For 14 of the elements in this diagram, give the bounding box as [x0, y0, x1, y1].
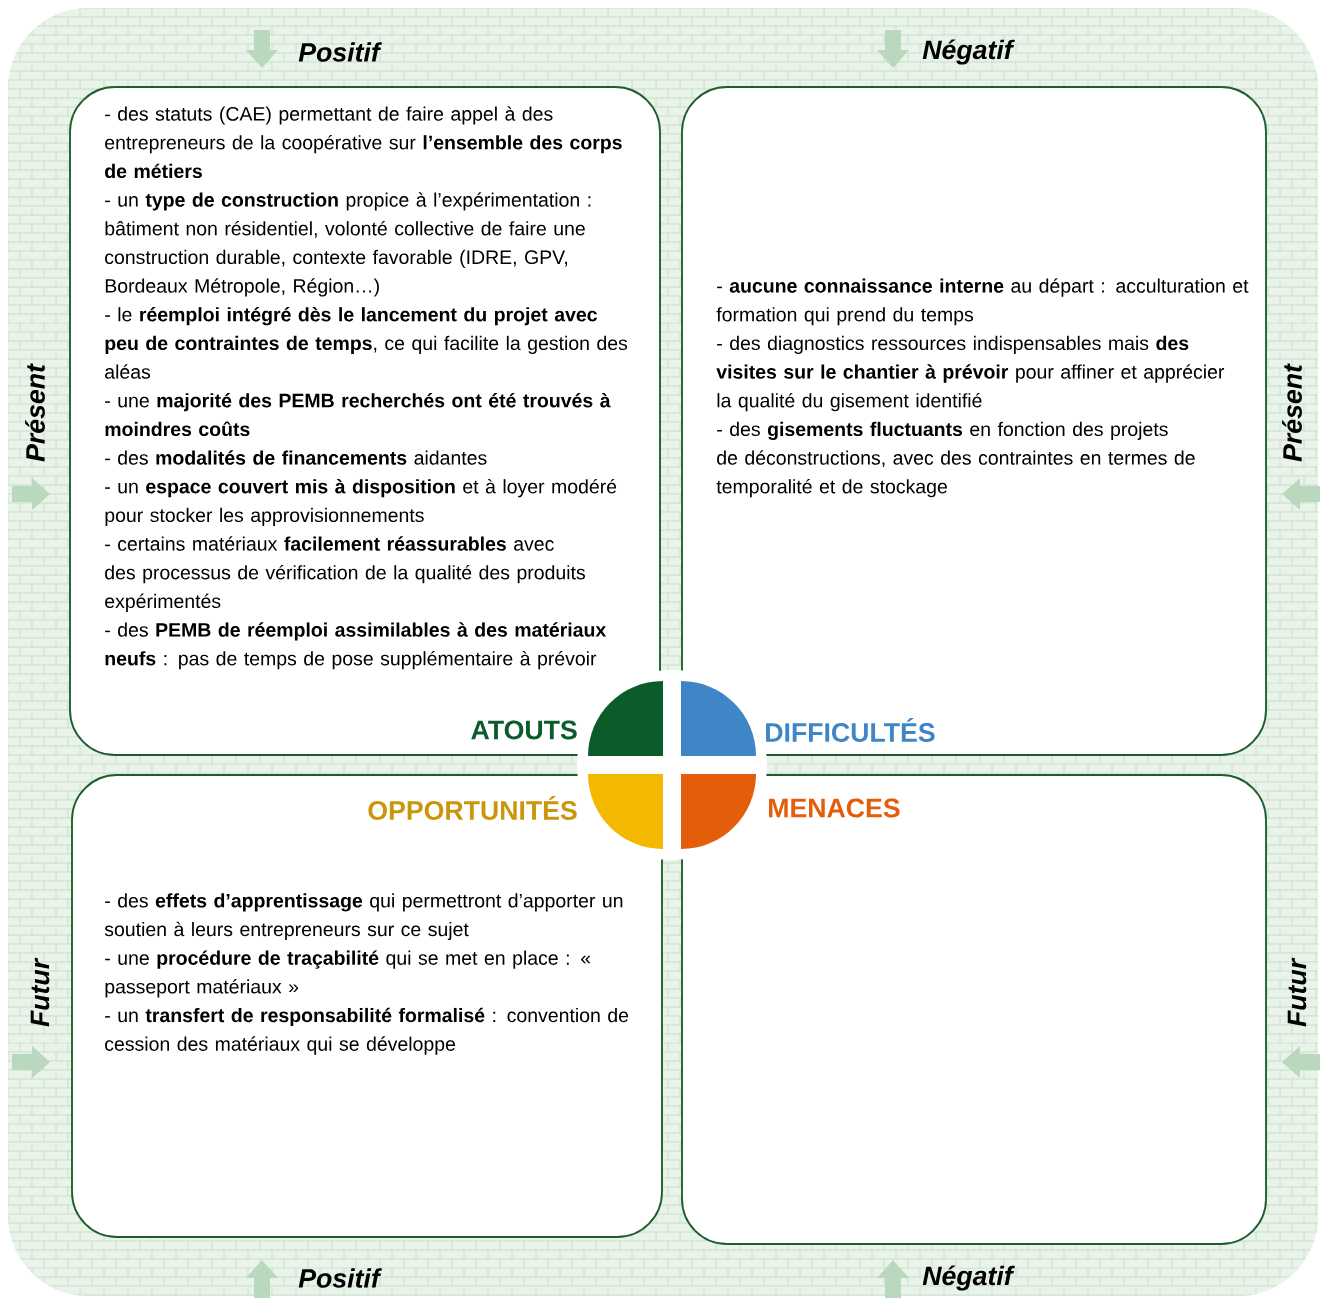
bullet-text: - un transfert de responsabilité formalisé : convention de cession des matériaux qui se développe — [105, 1007, 629, 1055]
bullet-text: - un type de construction propice à l’expérimentation : bâtiment non résidentiel, volonté collective de faire une construction durable, contexte favorable (IDRE, GPV, Bordeaux Métropole, Région…) — [105, 192, 591, 297]
bullet-text: - des modalités de financements aidantes — [105, 450, 487, 465]
bullet-text: - une procédure de traçabilité qui se met en place : « passeport matériaux » — [105, 950, 591, 998]
bullet-text: - des PEMB de réemploi assimilables à des matériaux neufs : pas de temps de pose supplémentaire à prévoir — [105, 622, 607, 670]
bullet-text: - certains matériaux facilement réassurables avec des processus de vérification de la qualité des produits expérimentés — [105, 536, 585, 612]
quadrant-heading: OPPORTUNITÉS — [368, 796, 577, 820]
bullet-text: - des gisements fluctuants en fonction des projets de déconstructions, avec des contraintes en termes de temporalité et de stockage — [716, 421, 1195, 498]
axis-label: Positif — [298, 1268, 382, 1288]
quadrant-heading: DIFFICULTÉS — [766, 718, 935, 742]
quadrant-heading: MENACES — [769, 798, 900, 818]
quadrant-heading: ATOUTS — [471, 720, 577, 740]
axis-label: Positif — [298, 42, 382, 62]
axis-label: Présent — [25, 363, 45, 462]
